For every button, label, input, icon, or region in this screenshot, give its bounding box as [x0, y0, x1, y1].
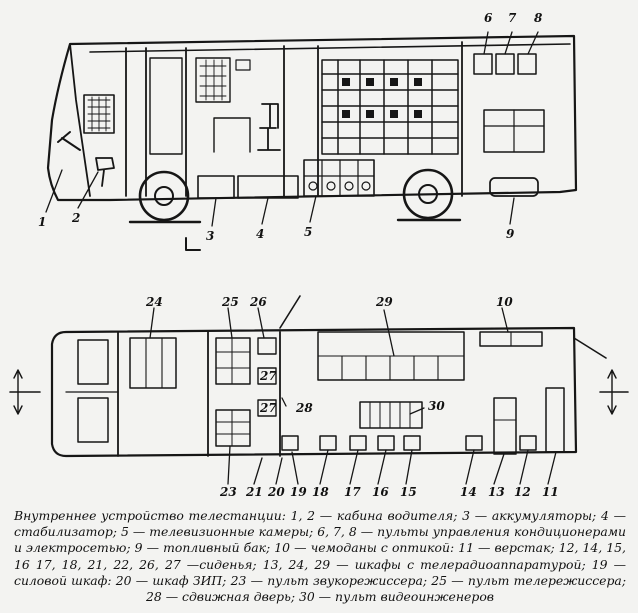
callout-plan-27: 27	[259, 369, 277, 383]
plan-view	[9, 295, 629, 458]
rear-wheel	[402, 168, 454, 220]
steering-wheel	[57, 131, 81, 151]
figure-caption: Внутреннее устройство телестанции: 1, 2 …	[14, 508, 626, 605]
callout-plan-11: 11	[542, 485, 559, 499]
callout-side-8: 8	[534, 11, 543, 25]
callout-side-6: 6	[484, 11, 493, 25]
fuel-tank	[489, 177, 539, 197]
seat-27a	[257, 367, 277, 385]
callout-plan-13: 13	[488, 485, 505, 499]
side-view	[46, 34, 578, 224]
camera-boxes	[303, 159, 375, 197]
windshield	[69, 43, 91, 197]
rack-grid	[195, 57, 231, 103]
callout-plan-14: 14	[460, 485, 477, 499]
plan-leaders	[149, 307, 557, 485]
callout-plan-10: 10	[496, 295, 513, 309]
equipment-racks	[321, 59, 459, 155]
callout-plan-18: 18	[312, 485, 329, 499]
callout-plan-12: 12	[514, 485, 531, 499]
side-leaders	[45, 31, 539, 227]
director-console	[215, 337, 251, 385]
callout-plan-25: 25	[221, 295, 239, 309]
callout-side-1: 1	[38, 215, 46, 229]
callout-plan-24: 24	[145, 295, 163, 309]
callout-plan-30: 30	[428, 399, 445, 413]
callout-side-5: 5	[304, 225, 312, 239]
stabilizer-box	[237, 175, 299, 199]
callout-side-2: 2	[71, 211, 80, 225]
callout-side-7: 7	[508, 11, 517, 25]
callout-plan-15: 15	[400, 485, 417, 499]
driver-seat	[95, 157, 115, 187]
callout-side-9: 9	[506, 227, 515, 241]
plan-view-labels: 24 25 26 27 27 28 29 10 30 23 21 20 19 1…	[145, 295, 559, 499]
control-panel-8	[517, 53, 537, 75]
callout-plan-26: 26	[249, 295, 267, 309]
control-panel-7	[495, 53, 515, 75]
callout-plan-20: 20	[267, 485, 285, 499]
workbench-11	[545, 387, 565, 453]
seat-26	[257, 337, 277, 355]
callout-plan-17: 17	[344, 485, 361, 499]
side-view-labels: 1 2 3 4 5 6 7 8 9	[38, 11, 543, 243]
control-panel-6	[473, 53, 493, 75]
callout-plan-21: 21	[245, 485, 263, 499]
sound-console	[215, 409, 251, 447]
callout-plan-19: 19	[290, 485, 307, 499]
cabinet-24	[129, 337, 177, 389]
battery-box	[197, 175, 235, 199]
operator-chair	[257, 103, 281, 151]
callout-plan-27: 27	[259, 401, 277, 415]
callout-plan-29: 29	[375, 295, 393, 309]
bus-body-outline	[46, 34, 578, 202]
callout-plan-23: 23	[219, 485, 237, 499]
callout-plan-16: 16	[372, 485, 389, 499]
callout-side-4: 4	[256, 227, 264, 241]
plan-outline	[50, 326, 578, 458]
seat-27b	[257, 399, 277, 417]
callout-side-3: 3	[206, 229, 214, 243]
callout-plan-28: 28	[295, 401, 313, 415]
cabinet-13	[493, 397, 517, 455]
cab-panel-grid	[83, 94, 115, 134]
front-wheel	[138, 170, 190, 222]
seats-row	[281, 435, 537, 451]
video-console-30	[359, 401, 423, 429]
